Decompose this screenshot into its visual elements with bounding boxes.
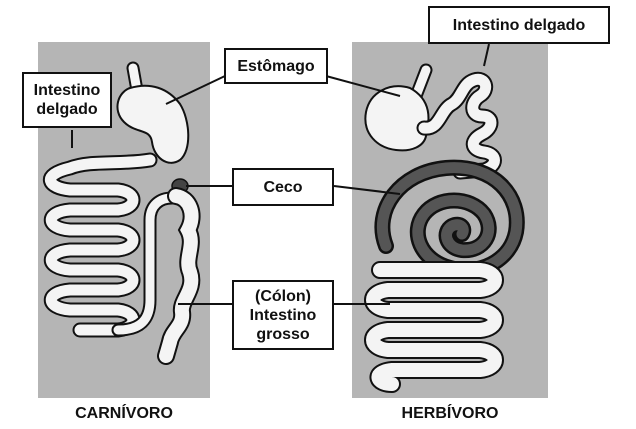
caption-carnivoro: CARNÍVORO xyxy=(75,405,173,422)
label-ceco: Ceco xyxy=(232,168,334,206)
label-line: Intestino xyxy=(33,82,101,99)
herbivore-small-intestine xyxy=(416,71,502,180)
label-line: delgado xyxy=(36,101,98,118)
label-text: Estômago xyxy=(237,57,315,75)
leader-lines xyxy=(71,43,490,305)
carnivore-small-intestine xyxy=(42,152,158,338)
label-line: Intestino xyxy=(249,306,317,324)
carnivore-stomach xyxy=(116,84,190,164)
caption-herbivoro: HERBÍVORO xyxy=(401,405,499,422)
label-line: (Cólon) xyxy=(255,287,311,305)
label-line: grosso xyxy=(256,325,310,343)
label-text: Ceco xyxy=(263,178,303,196)
label-intestino-delgado-right: Intestino delgado xyxy=(428,6,610,44)
herbivore-large-intestine xyxy=(364,261,504,393)
herbivore-cecum-spiral xyxy=(374,159,525,279)
label-intestino-delgado-left: Intestino delgado xyxy=(22,72,112,128)
label-text: Intestino delgado xyxy=(452,16,586,34)
label-estomago: Estômago xyxy=(224,48,328,84)
label-intestino-grosso: (Cólon) Intestino grosso xyxy=(232,280,334,350)
